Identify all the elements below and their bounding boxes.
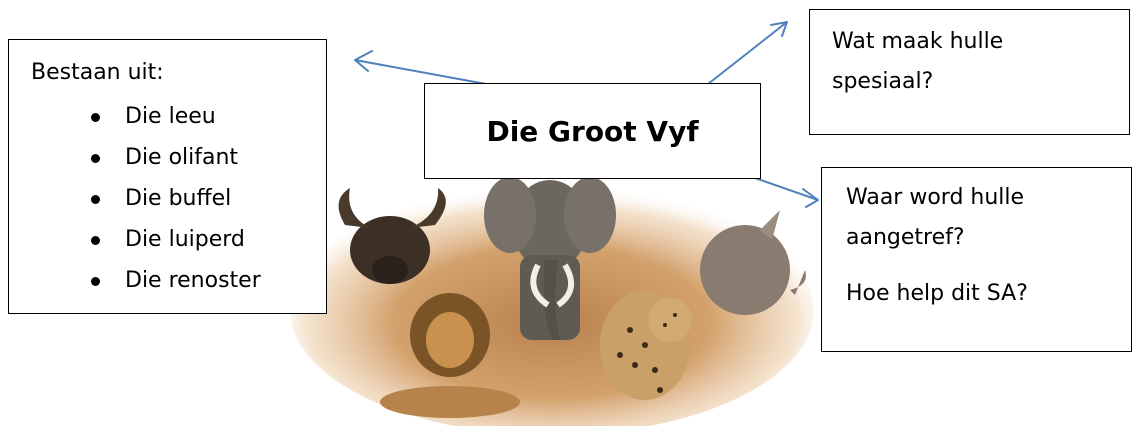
top-right-line: spesiaal? <box>832 62 1129 102</box>
bottom-right-line: aangetref? <box>846 218 1131 258</box>
bullet-icon <box>91 195 100 204</box>
bullet-icon <box>91 277 100 286</box>
arrow-to-left-box <box>355 51 486 84</box>
bottom-right-line: Hoe help dit SA? <box>846 274 1131 314</box>
bullet-icon <box>91 154 100 163</box>
top-right-box: Wat maak hulle spesiaal? <box>809 9 1130 135</box>
big-five-photo <box>290 170 815 426</box>
page-title: Die Groot Vyf <box>486 115 698 148</box>
arrow-to-top-right-box <box>708 22 787 84</box>
bullet-icon <box>91 236 100 245</box>
left-box-heading: Bestaan uit: <box>31 58 326 88</box>
list-item: Die leeu <box>31 96 326 137</box>
bottom-right-box: Waar word hulle aangetref? Hoe help dit … <box>821 167 1132 352</box>
list-item: Die luiperd <box>31 219 326 260</box>
bullet-icon <box>91 113 100 122</box>
big-five-list: Die leeu Die olifant Die buffel Die luip… <box>31 96 326 301</box>
center-title-box: Die Groot Vyf <box>424 83 761 179</box>
top-right-line: Wat maak hulle <box>832 22 1129 62</box>
bottom-right-line: Waar word hulle <box>846 178 1131 218</box>
list-item: Die renoster <box>31 260 326 301</box>
list-item: Die buffel <box>31 178 326 219</box>
list-item: Die olifant <box>31 137 326 178</box>
left-box: Bestaan uit: Die leeu Die olifant Die bu… <box>8 39 327 314</box>
